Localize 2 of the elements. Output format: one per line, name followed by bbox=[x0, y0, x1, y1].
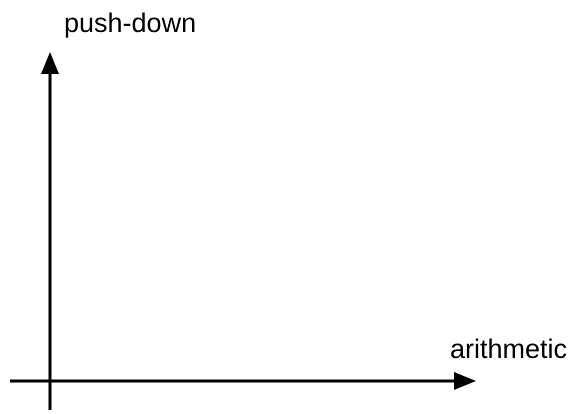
axis-label: push-down bbox=[64, 10, 196, 37]
axis-label: arithmetic bbox=[450, 336, 567, 363]
